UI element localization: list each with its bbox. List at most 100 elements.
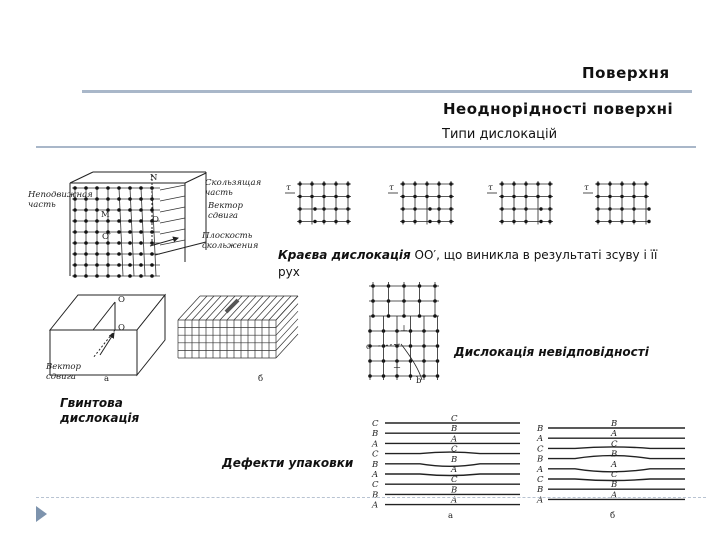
title-rule — [82, 90, 692, 93]
next-slide-arrow-icon[interactable] — [36, 506, 47, 522]
stacking-line-b — [548, 478, 685, 482]
edge-lattice-atom — [139, 230, 143, 234]
screw-lattice-top — [268, 295, 292, 321]
edge-lattice-atom — [95, 197, 99, 201]
edge-lattice-atom — [73, 219, 77, 223]
stacking-line-b — [548, 454, 685, 460]
screw-step — [224, 298, 240, 314]
tau-atom — [428, 207, 432, 211]
screw-lattice-side — [275, 318, 299, 344]
edge-lattice-atom — [73, 252, 77, 256]
edge-lattice-atom — [128, 241, 132, 245]
edge-lattice-atom — [95, 219, 99, 223]
slip-plane-label-2: скольжения — [202, 241, 259, 251]
tau-atom — [313, 207, 317, 211]
edge-lattice-atom — [84, 186, 88, 190]
screw-lattice-top — [247, 295, 271, 321]
edge-lattice-atom — [150, 274, 154, 278]
stacking-label-b: б — [610, 510, 615, 521]
edge-lattice-atom — [128, 208, 132, 212]
edge-lattice-atom — [106, 230, 110, 234]
edge-lattice-atom — [117, 274, 121, 278]
stacking-inner-a-label: B — [450, 485, 457, 495]
stacking-inner-a-label: C — [451, 414, 458, 424]
slide-subtitle: Неоднорідності поверхні — [443, 100, 674, 118]
edge-lattice-atom — [73, 186, 77, 190]
stacking-seq-a-label: C — [372, 480, 379, 490]
shear-vector-label-2: сдвига — [208, 211, 238, 221]
edge-block-depth-line — [159, 184, 186, 191]
screw-lattice-top — [184, 295, 208, 321]
edge-lattice-atom — [128, 197, 132, 201]
edge-lattice-atom — [73, 230, 77, 234]
edge-dislocation-caption: Краєва дислокація ОО′, що виникла в резу… — [278, 247, 678, 281]
stacking-lines — [385, 422, 685, 506]
screw-lattice-top — [240, 295, 264, 321]
edge-lattice-atom — [84, 241, 88, 245]
edge-lattice-atom — [106, 263, 110, 267]
edge-lattice-atom — [139, 274, 143, 278]
screw-shear-vector-1: Вектор — [45, 362, 82, 372]
stacking-seq-b-label: C — [537, 475, 544, 485]
stacking-inner-b-label: A — [610, 490, 617, 500]
screw-lattice-top — [191, 295, 215, 321]
stacking-seq-b-label: B — [536, 485, 543, 495]
misfit-label-b: b — [416, 376, 422, 386]
screw-lattice-side — [275, 303, 299, 328]
edge-block-depth-line — [159, 206, 186, 213]
stacking-inner-a-label: C — [451, 475, 458, 485]
edge-lattice-atom — [150, 208, 154, 212]
tau-atom — [428, 219, 432, 224]
screw-lattice — [177, 295, 299, 359]
footer-rule — [36, 497, 706, 498]
stacking-seq-b-label: A — [536, 495, 543, 505]
stacking-line-a — [385, 463, 520, 467]
slip-plane-label-1: Плоскость — [201, 231, 253, 241]
screw-lattice-side — [275, 326, 299, 351]
misfit-dislocation-label: Дислокація невідповідності — [454, 345, 649, 359]
edge-dislocation-description: ОО′, що виникла в результаті зсуву і її … — [278, 248, 658, 279]
screw-lattice-top — [233, 295, 257, 321]
label-O: O — [152, 215, 159, 225]
misfit-lattice — [368, 282, 440, 381]
edge-lattice-atom — [106, 252, 110, 256]
label-M: M — [101, 210, 110, 220]
stacking-seq-a-label: A — [371, 470, 378, 480]
label-N: N — [150, 173, 158, 183]
screw-lattice-top — [177, 295, 201, 321]
stacking-seq-b-label: A — [536, 465, 543, 475]
edge-lattice-atom — [73, 208, 77, 212]
stacking-inner-b-label: B — [610, 480, 617, 490]
stacking-line-b — [548, 446, 685, 450]
screw-label-b: б — [258, 373, 263, 384]
edge-lattice-atom — [106, 274, 110, 278]
screw-lattice-top — [198, 295, 222, 321]
stacking-inner-b-label: A — [610, 460, 617, 470]
misfit-burgers-arrow — [400, 343, 423, 381]
screw-lattice-top — [226, 295, 250, 321]
screw-shear-vector-2: сдвига — [46, 372, 76, 382]
screw-lattice-side — [275, 333, 299, 359]
edge-lattice-atom — [84, 219, 88, 223]
edge-block-depth-line — [159, 239, 186, 246]
screw-lattice-side — [275, 295, 299, 321]
tau-atom — [647, 219, 651, 224]
screw-dislocation-box-figure: O O Вектор сдвига а — [45, 293, 167, 384]
stacking-inner-a-label: A — [450, 496, 457, 506]
tau-symbol: τ — [286, 183, 291, 193]
stacking-label-a: а — [448, 511, 453, 521]
tau-symbol: τ — [488, 183, 493, 193]
edge-lattice-atom — [84, 252, 88, 256]
stacking-line-a — [385, 451, 520, 455]
edge-lattice-atom — [95, 274, 99, 278]
edge-lattice-atom — [95, 186, 99, 190]
edge-lattice-atom — [73, 263, 77, 267]
label-O-prime: O′ — [102, 232, 111, 242]
edge-lattice-atom — [106, 186, 110, 190]
stacking-inner-a-label: B — [450, 455, 457, 465]
edge-lattice-atom — [73, 274, 77, 278]
stacking-inner-a-label: C — [451, 445, 458, 455]
edge-dislocation-block-figure: Неподвижная часть Скользящая часть Векто… — [27, 171, 262, 278]
